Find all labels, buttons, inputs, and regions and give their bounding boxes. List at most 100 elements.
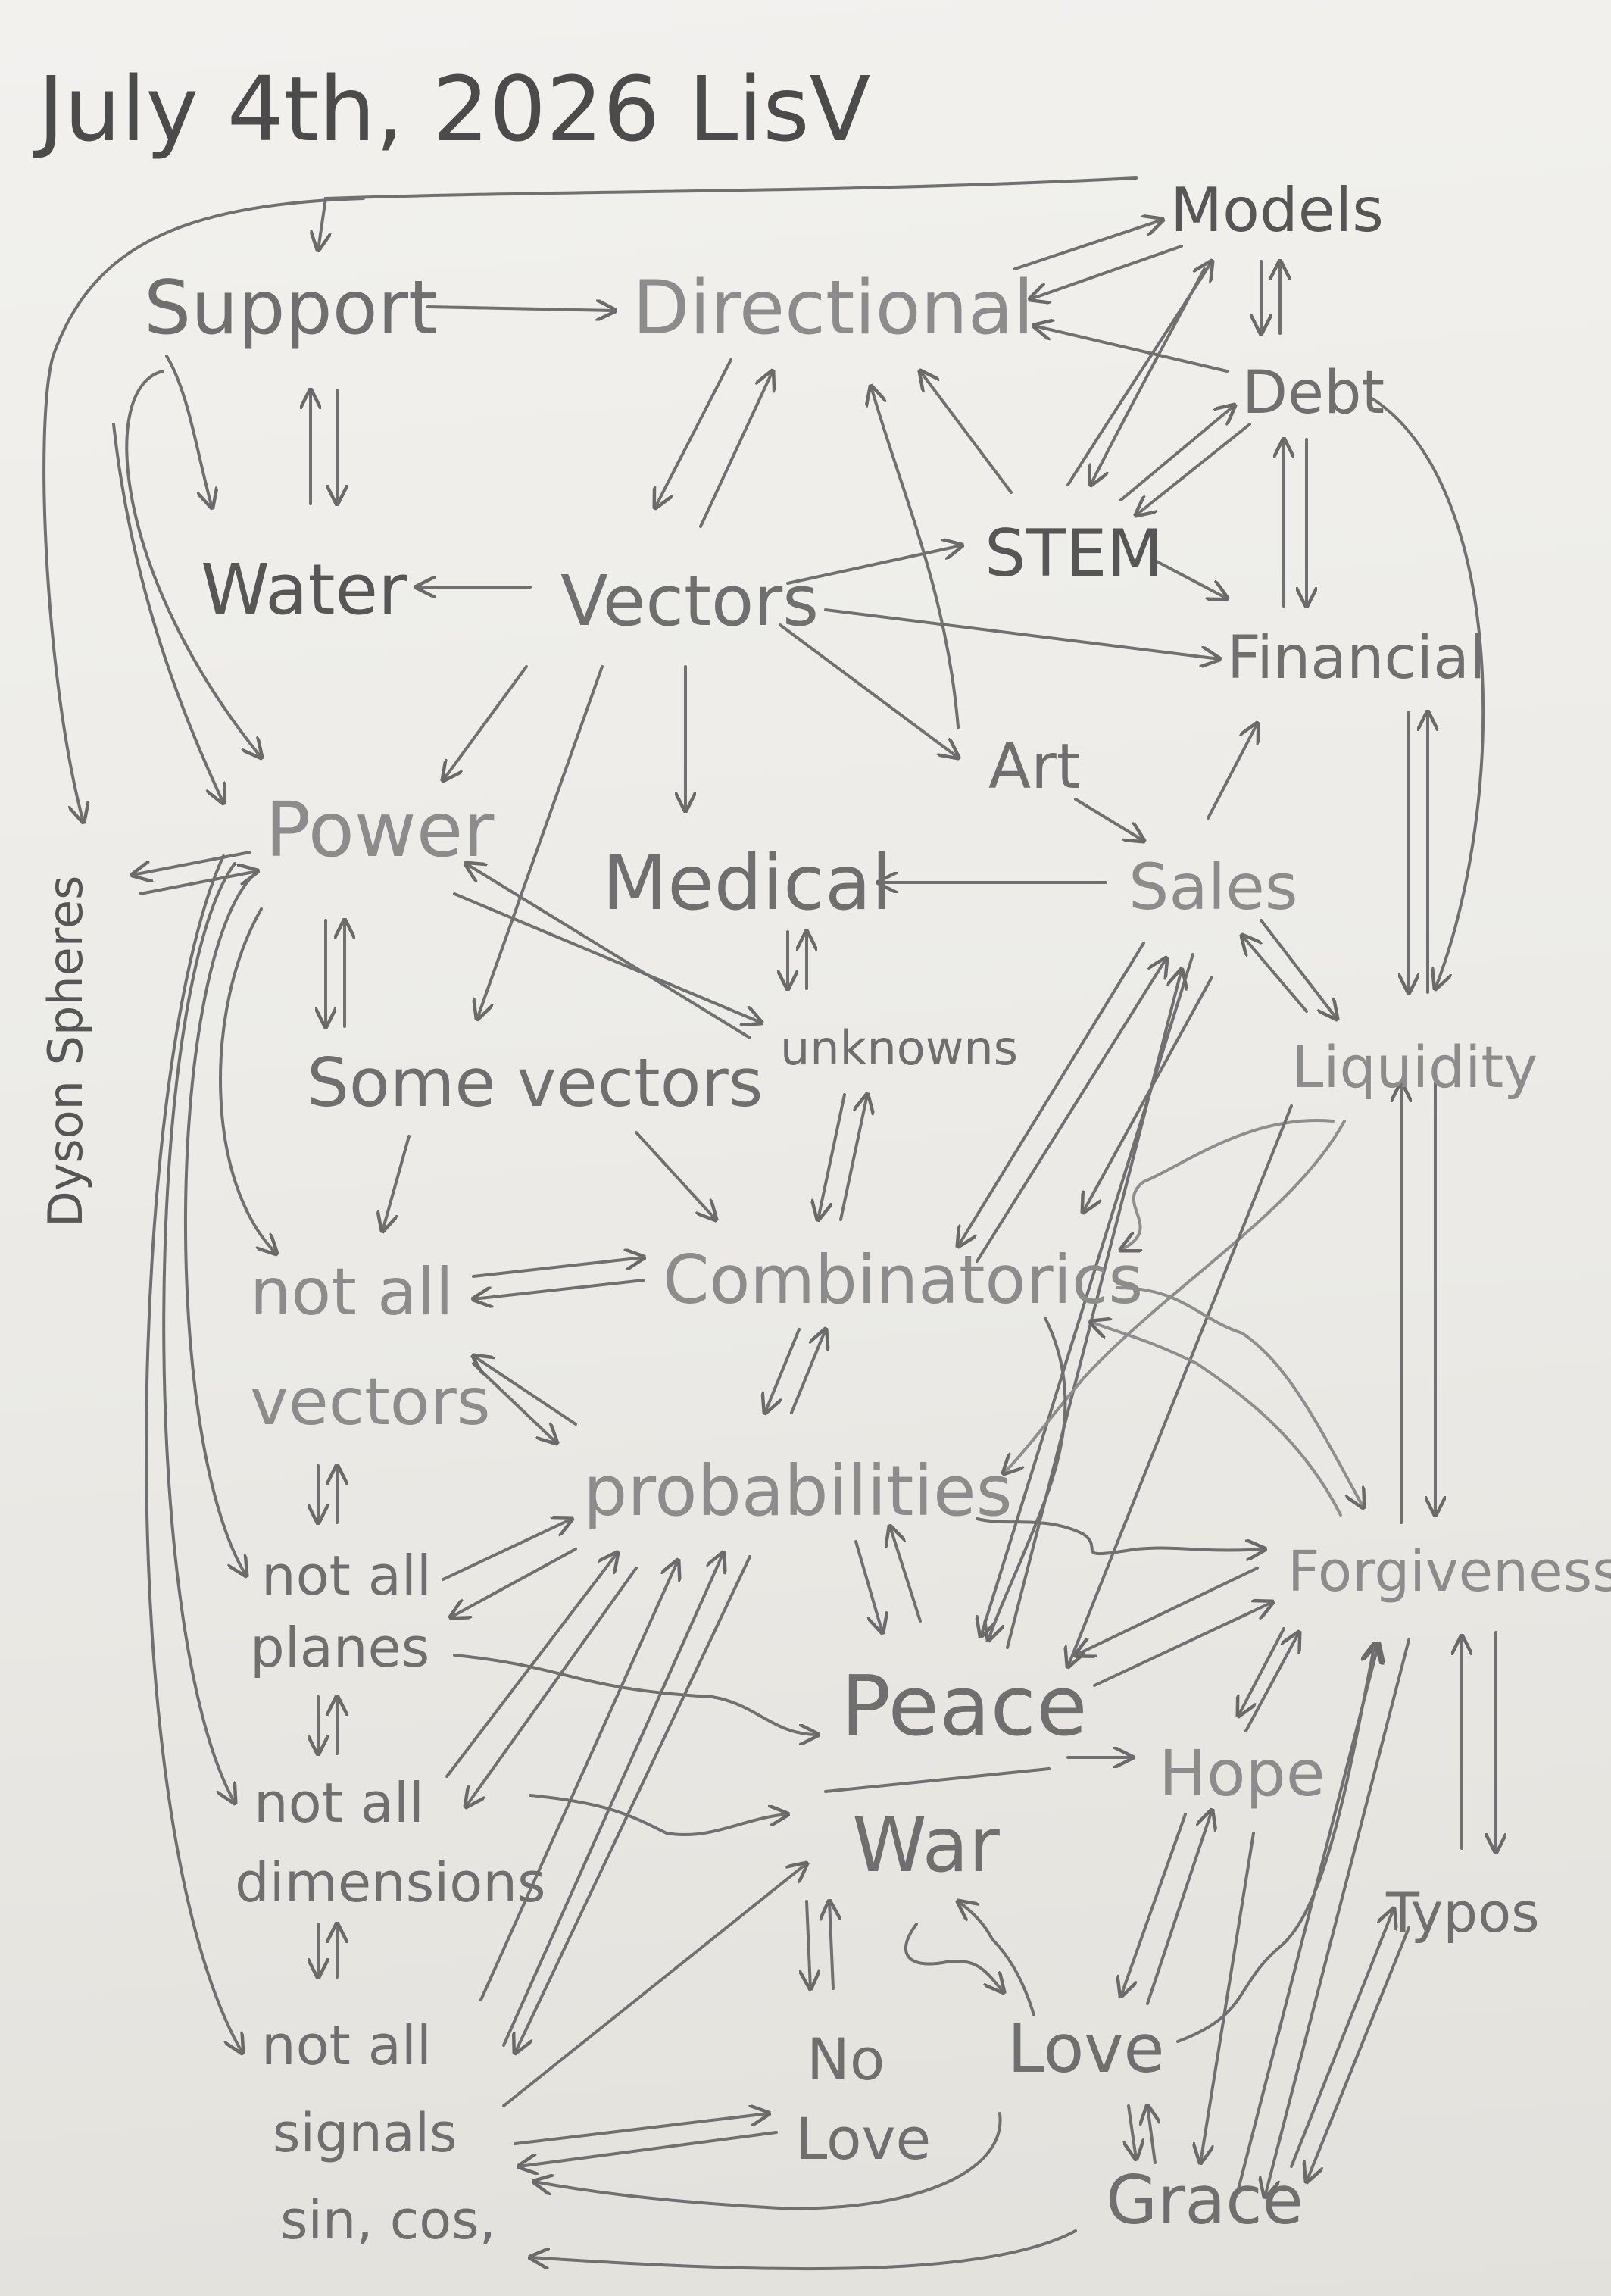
edge-peace-probabilities	[890, 1526, 922, 1623]
edge-combinatorics-unknowns	[839, 1095, 867, 1221]
edge-peace-forgiveness	[1093, 1602, 1272, 1687]
node-not-all-dimensions-line1: not all	[254, 1771, 424, 1835]
edge-love-signals	[534, 2112, 1002, 2210]
edge-probabilities-combinatorics	[790, 1329, 826, 1414]
edge-probabilities-not-all-planes	[451, 1548, 577, 1617]
edge-not-all-vectors-combinatorics	[472, 1257, 644, 1278]
node-debt: Debt	[1242, 359, 1385, 427]
edge-signals-probabilities	[479, 1560, 678, 2001]
edge-liquidity-combinatorics	[1121, 1119, 1335, 1250]
edge-vectors-art	[779, 623, 958, 758]
edge-forgiveness-hope	[1238, 1627, 1285, 1716]
node-not-all-vectors-line1: not all	[250, 1254, 454, 1330]
node-some-vectors: Some vectors	[307, 1044, 763, 1122]
edge-not-all-vectors-probabilities	[472, 1362, 557, 1443]
node-no: No	[807, 2026, 885, 2093]
edge-signals-no-love	[514, 2113, 769, 2145]
edge-sales-liquidity	[1260, 919, 1337, 1019]
edge-combinatorics-probabilities	[765, 1328, 801, 1413]
edge-love-grace	[1129, 2104, 1136, 2159]
edge-vectors-power	[443, 665, 528, 780]
node-war: War	[852, 1801, 1001, 1889]
node-art: Art	[988, 731, 1081, 803]
edge-probabilities-not-all-vectors	[473, 1356, 577, 1426]
nodes: Models Support Directional Debt Water Ve…	[38, 175, 1611, 2251]
edge-dimensions-war	[529, 1794, 788, 1837]
edge-stem-debt	[1119, 405, 1235, 501]
edge-support-directional	[426, 307, 615, 311]
edge-not-all-planes-peace	[453, 1654, 818, 1735]
edge-stem-financial	[1154, 559, 1227, 598]
edge-forgiveness-peace	[1076, 1567, 1259, 1655]
node-forgiveness: Forgiveness	[1288, 1539, 1611, 1604]
edge-love-war	[958, 1901, 1035, 2016]
node-not-all-dimensions-line2: dimensions	[235, 1851, 545, 1914]
node-unknowns: unknowns	[780, 1020, 1018, 1076]
edge-models-support-loop	[318, 176, 1138, 250]
node-models: Models	[1170, 175, 1384, 245]
edge-forgiveness-combinatorics	[1091, 1322, 1342, 1517]
edge-love-forgiveness	[1176, 1644, 1375, 2043]
node-love-no-love: Love	[795, 2105, 931, 2173]
edge-forgiveness-grace	[1265, 1638, 1410, 2197]
edge-directional-vectors	[655, 358, 732, 508]
edge-no-love-signals	[519, 2131, 778, 2166]
connections	[42, 176, 1496, 2271]
edge-liquidity-peace	[1068, 1104, 1293, 1667]
edge-signals-war	[502, 1863, 807, 2107]
edge-liquidity-sales	[1242, 936, 1308, 1013]
edge-sales-combinatorics	[1083, 976, 1213, 1212]
edge-models-dyson-loop	[42, 197, 365, 822]
edge-sales-financial	[1207, 723, 1257, 820]
edge-unknowns-combinatorics	[818, 1093, 846, 1220]
edge-hope-love	[1121, 1813, 1187, 1996]
edge-war-love	[904, 1923, 1004, 1992]
edge-love-hope	[1146, 1810, 1212, 2005]
edge-power-unknowns	[453, 892, 761, 1023]
node-liquidity: Liquidity	[1291, 1033, 1538, 1101]
node-not-all-signals-line3: sin, cos,	[280, 2189, 496, 2251]
edge-debt-directional	[1034, 326, 1229, 373]
edge-some-vectors-combinatorics	[635, 1131, 716, 1220]
page-title: July 4th, 2026 LisV	[33, 57, 870, 161]
edge-dyson-power	[139, 871, 258, 895]
edge-power-not-all-signals	[145, 854, 242, 2053]
edge-combinatorics-forgiveness	[1116, 1286, 1363, 1507]
node-typos: Typos	[1385, 1881, 1540, 1945]
node-not-all-vectors-line2: vectors	[250, 1364, 491, 1440]
edge-power-not-all-vectors	[219, 907, 276, 1254]
node-power: Power	[265, 786, 495, 874]
edge-sales-peace	[958, 942, 1145, 1246]
edge-war-no	[807, 1900, 810, 1988]
edge-probabilities-forgiveness	[976, 1517, 1265, 1554]
edge-grace-forgiveness	[1237, 1644, 1378, 2191]
node-financial: Financial	[1227, 624, 1486, 692]
node-not-all-planes-line2: planes	[250, 1616, 429, 1679]
edge-debt-stem	[1136, 423, 1251, 515]
edge-vectors-stem	[786, 545, 962, 585]
edge-grace-typos	[1290, 1909, 1394, 2168]
edge-vectors-directional	[699, 371, 773, 528]
edge-power-dyson	[133, 851, 251, 875]
edge-not-all-planes-probabilities	[442, 1519, 572, 1581]
node-sales: Sales	[1129, 850, 1298, 924]
edge-probabilities-signals	[515, 1555, 751, 2053]
node-peace: Peace	[841, 1657, 1088, 1754]
edge-combinatorics-peace	[988, 1317, 1067, 1640]
edge-support-water-curve	[165, 355, 212, 508]
edge-no-war	[829, 1901, 833, 1990]
node-support: Support	[144, 265, 437, 351]
peace-war-separator	[824, 1767, 1051, 1793]
edge-probabilities-dimensions	[466, 1567, 638, 1807]
edge-grace-signals	[530, 2229, 1077, 2271]
edge-probabilities-peace	[854, 1540, 882, 1632]
node-not-all-signals-line2: signals	[273, 2102, 457, 2164]
edge-art-sales	[1074, 798, 1144, 841]
edge-directional-models	[1013, 220, 1163, 270]
edge-art-directional	[871, 386, 960, 729]
edge-vectors-some-vectors	[477, 665, 604, 1019]
node-combinatorics: Combinatorics	[663, 1241, 1143, 1319]
node-directional: Directional	[632, 265, 1034, 351]
edge-support-power	[125, 370, 261, 758]
